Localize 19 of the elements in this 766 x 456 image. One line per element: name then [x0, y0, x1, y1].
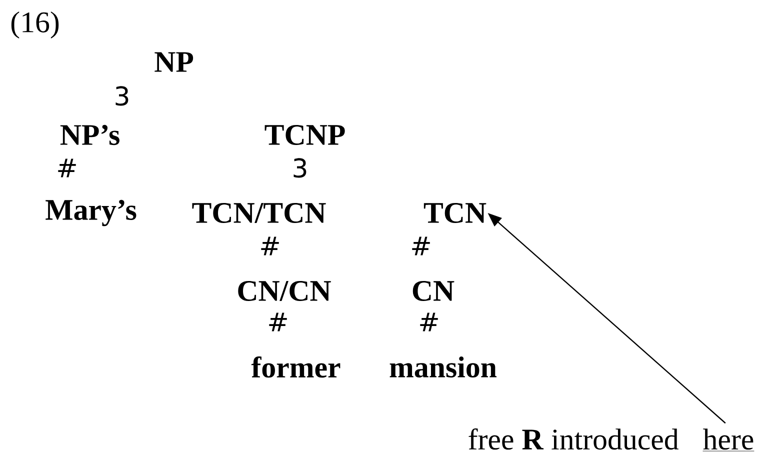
branch-symbol: 3 — [116, 86, 128, 106]
tree-label: TCN/TCN — [192, 202, 326, 224]
tree-label: CN/CN — [238, 280, 331, 302]
branch-symbol: # — [412, 236, 430, 256]
tree-label: mansion — [390, 356, 497, 378]
example-number: (16) — [11, 11, 59, 39]
branch-symbol: # — [58, 158, 76, 178]
tree-label: TCN — [424, 202, 486, 224]
annotation-text: free R introduced here — [468, 428, 754, 452]
tree-label: NP’s — [60, 124, 120, 146]
tree-label: former — [251, 356, 340, 378]
branch-symbol: 3 — [294, 158, 306, 178]
tree-label: CN — [412, 280, 454, 302]
branch-symbol: # — [261, 236, 279, 256]
branch-symbol: # — [269, 312, 287, 332]
branch-symbol: # — [420, 312, 438, 332]
tree-label: Mary’s — [46, 200, 136, 226]
tree-label: NP — [154, 52, 194, 72]
tree-label: TCNP — [264, 124, 345, 146]
